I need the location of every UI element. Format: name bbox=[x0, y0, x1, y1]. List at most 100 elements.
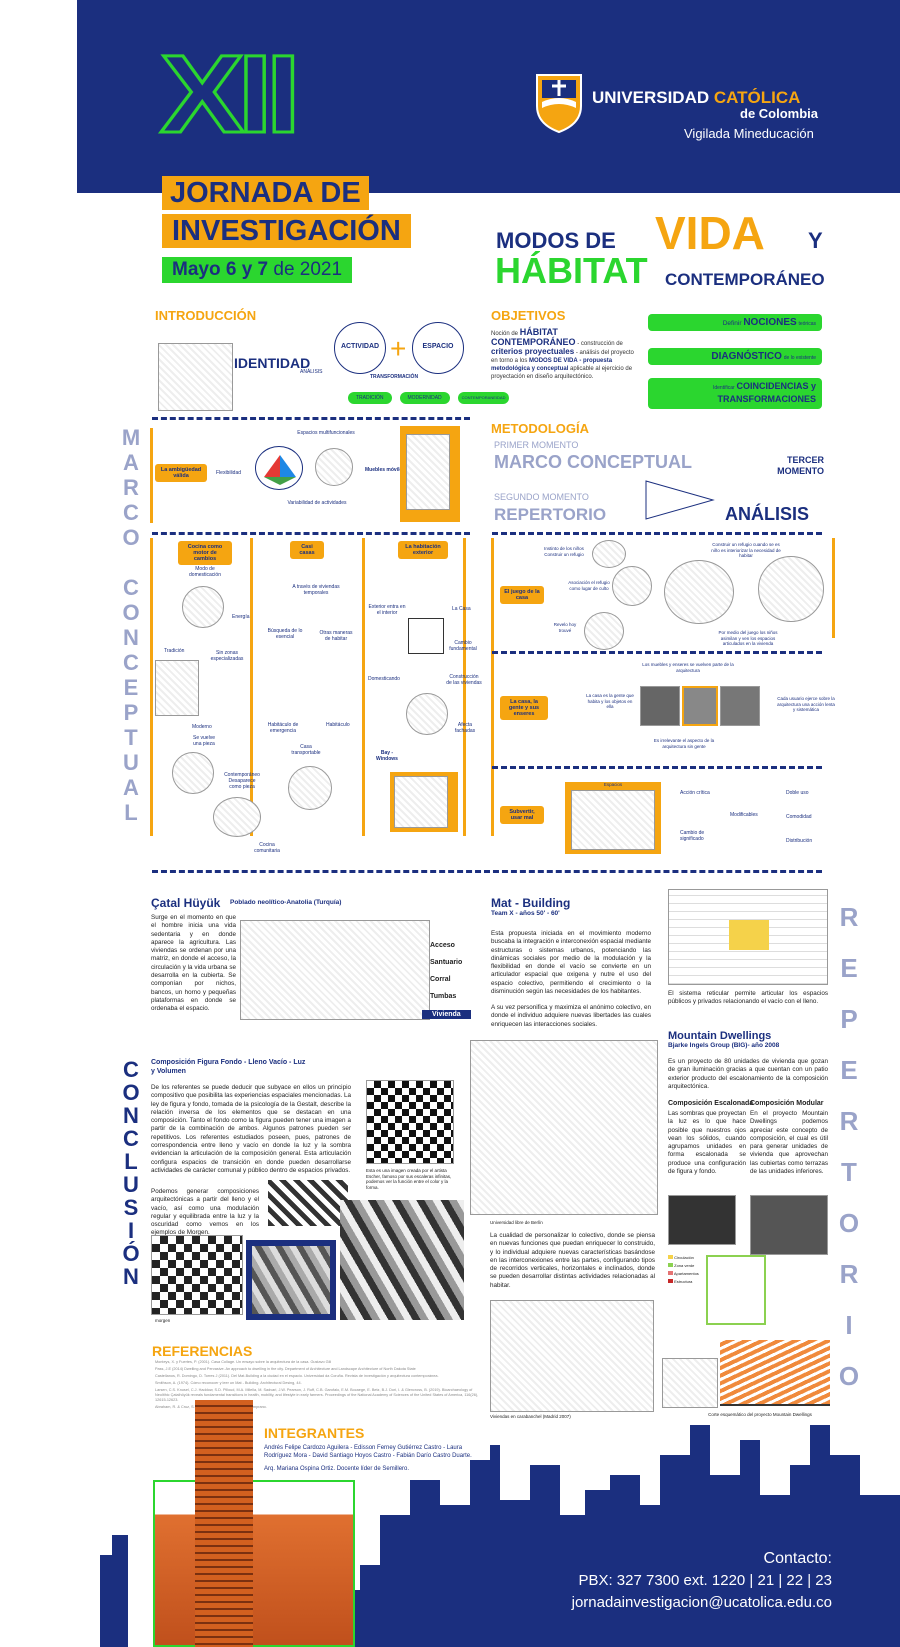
afecta-node: Afecta fachadas bbox=[454, 722, 476, 734]
interior-photo-1 bbox=[640, 686, 680, 726]
mountain-subtitle: Bjarke Ingels Group (BIG)- año 2008 bbox=[668, 1042, 780, 1049]
vertical-letter: R bbox=[123, 475, 139, 500]
mountain-iso-2 bbox=[750, 1195, 828, 1255]
vertical-letter: P bbox=[123, 700, 139, 725]
pill-tradicion: TRADICIÓN bbox=[348, 392, 392, 404]
mountain-plan bbox=[706, 1255, 766, 1325]
university-word: UNIVERSIDAD bbox=[592, 88, 710, 107]
vertical-letter: P bbox=[840, 1004, 858, 1034]
tower-photo bbox=[153, 1400, 355, 1647]
domestic-sketch bbox=[406, 693, 448, 735]
escher-caption: Esta es una imagen creada por el artista… bbox=[366, 1168, 452, 1190]
mapa3-divider-1 bbox=[492, 651, 822, 654]
mountain-section bbox=[720, 1340, 830, 1406]
university-name: UNIVERSIDAD CATÓLICA bbox=[592, 88, 800, 108]
juego-node: El juego de la casa bbox=[500, 586, 544, 604]
cocina-sketch-1 bbox=[182, 586, 224, 628]
referencias-heading: REFERENCIAS bbox=[152, 1343, 253, 1359]
mapa2-rule-4 bbox=[463, 538, 466, 836]
obj-propuesta: - propuesta metodológica y conceptual bbox=[491, 358, 613, 372]
ref-item: Larsen, C.S. Knusel, C.J. Haddow, S.D. P… bbox=[155, 1388, 479, 1402]
carabanchel-caption: Viviendas en carabanchel (Madrid 2007) bbox=[490, 1414, 571, 1419]
asociacion-node: Asociación el refugio como lugar de cult… bbox=[568, 580, 610, 591]
muebles-sketch bbox=[400, 426, 460, 522]
obj-modos: MODOS DE VIDA bbox=[529, 358, 578, 364]
sin-zonas-node: Sin zonas especializadas bbox=[210, 650, 244, 662]
tent-sketch-1 bbox=[664, 560, 734, 624]
obj-mid: - construcción de bbox=[577, 341, 623, 347]
obj-criterios: criterios proyectuales bbox=[491, 347, 575, 356]
vertical-letter: O bbox=[122, 600, 140, 625]
esc-text: Las sombras que proyectan la luz es lo q… bbox=[668, 1110, 746, 1176]
legend-acceso: Acceso bbox=[430, 942, 455, 949]
tradicion-sketch bbox=[155, 660, 199, 716]
interior-photo-2 bbox=[682, 686, 718, 726]
contemporaneo-node: Contemporáneo Desaparece como pieza bbox=[224, 772, 260, 790]
exterior-node: Exterior entra en el interior bbox=[368, 604, 406, 616]
espacio-circle bbox=[412, 322, 464, 374]
flexibilidad-node: Flexibilidad bbox=[216, 470, 242, 476]
goal-coincidencias: Identificar COINCIDENCIAS y TRANSFORMACI… bbox=[648, 378, 822, 409]
metodologia-divider bbox=[492, 532, 822, 535]
instinto-node: Instinto de los niños Construir un refug… bbox=[544, 546, 584, 557]
habitacion-ext-node: La habitación exterior bbox=[398, 541, 448, 559]
vertical-letter: C bbox=[123, 500, 139, 525]
ref-item: Castellanos, R. Domingo, D. Torres J (20… bbox=[155, 1374, 439, 1378]
marco-conceptual-step: MARCO CONCEPTUAL bbox=[494, 452, 692, 472]
vertical-letter: C bbox=[123, 1057, 139, 1082]
obj-end: aplicable al ejercicio de proyectación e… bbox=[491, 366, 633, 380]
ambiguedad-node: La ambigüedad válida bbox=[155, 464, 207, 482]
legend-santuario: Santuario bbox=[430, 959, 463, 966]
construir-node: Construir un refugio cuando se es niño e… bbox=[711, 542, 781, 558]
pill-modernidad: MODERNIDAD bbox=[399, 392, 450, 404]
vertical-letter: L bbox=[124, 1149, 138, 1174]
cambio3-node: Cambio de significado bbox=[680, 830, 705, 842]
header-banner bbox=[77, 0, 900, 193]
plus-icon: + bbox=[390, 333, 407, 364]
actividad-label: ACTIVIDAD bbox=[340, 343, 380, 350]
date-rest: de 2021 bbox=[273, 259, 343, 280]
integrantes-docente: Arq. Mariana Ospina Ortiz. Docente líder… bbox=[264, 1466, 410, 1472]
contacto-title: Contacto: bbox=[763, 1550, 832, 1567]
habitaculo-node: Habitáculo bbox=[326, 722, 350, 728]
objetivos-text: Noción de HÁBITAT CONTEMPORÁNEO - constr… bbox=[491, 328, 634, 381]
modo-node: Modo de domesticación bbox=[189, 566, 221, 578]
mapa2-rule-1 bbox=[150, 538, 153, 836]
berlin-axonometric bbox=[470, 1040, 658, 1215]
casa-es-node: La casa es la gente que habita y los obj… bbox=[586, 693, 634, 709]
title-modos: MODOS DE bbox=[496, 228, 616, 253]
carabanchel-sketch bbox=[490, 1300, 654, 1412]
vertical-letter: O bbox=[122, 1080, 140, 1105]
muebles-node: Muebles móviles bbox=[365, 467, 406, 473]
cocina-com-node: Cocina comunitaria bbox=[254, 842, 280, 854]
vertical-letter: I bbox=[127, 1218, 135, 1243]
espacio-label: ESPACIO bbox=[422, 343, 454, 350]
pill-contemporaneidad: CONTEMPORANEIDAD bbox=[457, 392, 510, 404]
flexibility-diagram bbox=[255, 446, 303, 490]
mat-caption: El sistema reticular permite articular l… bbox=[668, 990, 828, 1006]
ref-item: Pass, J.E (2014) Dwelling and Pervasive.… bbox=[155, 1367, 416, 1371]
intro-heading: INTRODUCCIÓN bbox=[155, 308, 257, 323]
catal-subtitle: Poblado neolítico-Anatolia (Turquía) bbox=[230, 899, 342, 906]
cube-pattern-1 bbox=[246, 1240, 336, 1320]
mod-title: Composición Modular bbox=[750, 1100, 824, 1107]
legend-vivienda: Vivienda bbox=[422, 1010, 471, 1019]
title-y: Y bbox=[808, 228, 823, 253]
intro-sketch bbox=[158, 343, 233, 411]
obj-habitat: HÁBITAT CONTEMPORÁNEO bbox=[491, 327, 576, 347]
cocina-node: Cocina como motor de cambios bbox=[178, 541, 232, 565]
date-bold: Mayo 6 y 7 bbox=[172, 259, 269, 280]
vertical-letter: E bbox=[840, 953, 858, 983]
mat-title: Mat - Building bbox=[491, 896, 571, 910]
vertical-letter: U bbox=[123, 1172, 139, 1197]
goal1-post: teóricas bbox=[798, 321, 816, 327]
energia-node: Energía bbox=[232, 614, 250, 620]
composicion-text-2: Podemos generar composiciones arquitectó… bbox=[151, 1188, 259, 1237]
juego-sketch-2 bbox=[612, 566, 652, 606]
vertical-letter: U bbox=[123, 750, 139, 775]
goal1-pre: Definir bbox=[722, 320, 742, 327]
legend-circulacion: Circulación bbox=[668, 1255, 699, 1260]
contacto-email: jornadainvestigacion@ucatolica.edu.co bbox=[571, 1594, 832, 1611]
